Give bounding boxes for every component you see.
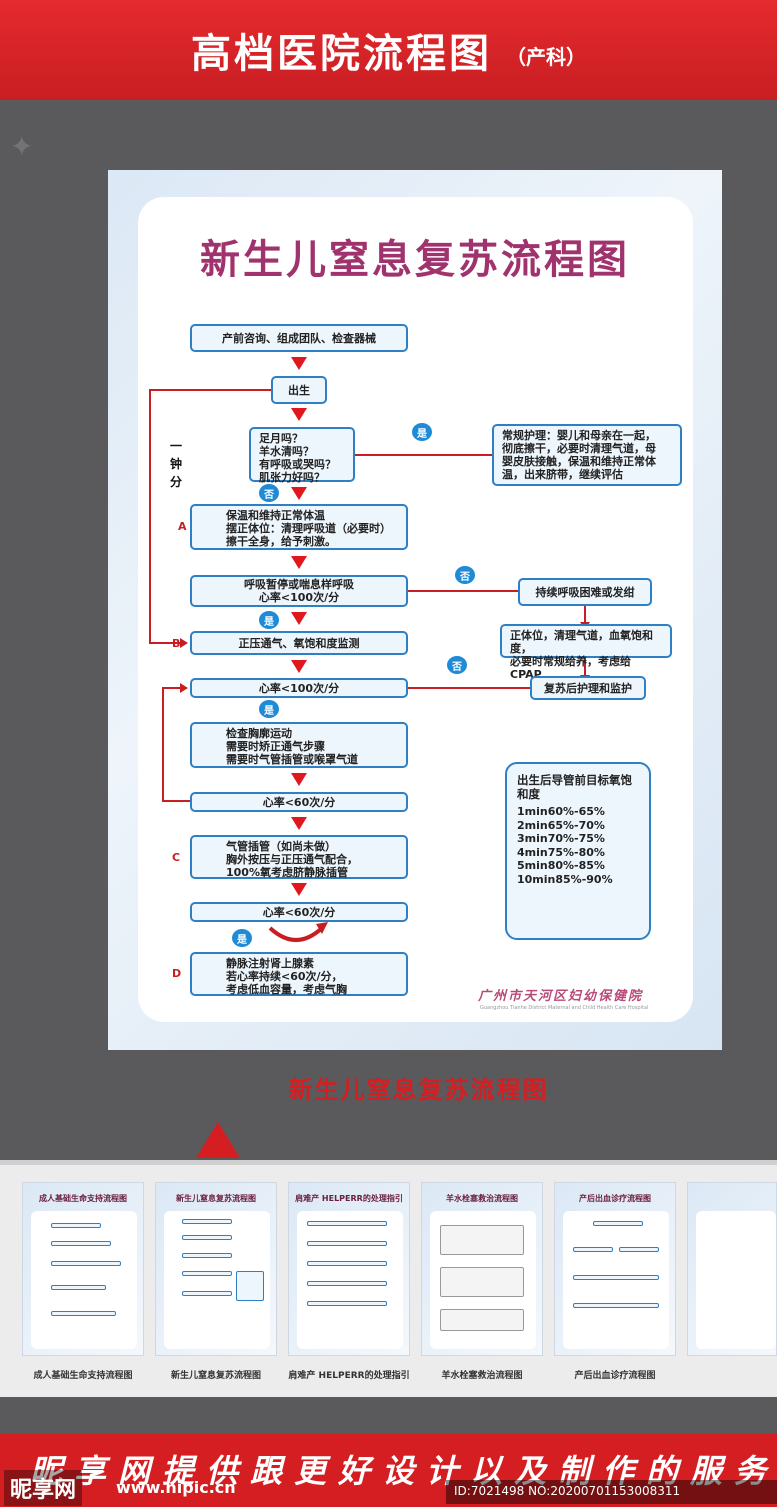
step-persistent-distress: 持续呼吸困难或发绀 (518, 578, 652, 606)
footer-logo: 昵享网 (4, 1470, 83, 1506)
poster-caption: 新生儿窒息复苏流程图 (288, 1075, 549, 1104)
thumbnail-label[interactable]: 产后出血诊疗流程图 (574, 1371, 656, 1381)
yes-badge: 是 (232, 929, 252, 947)
step-post-resus-care: 复苏后护理和监护 (530, 676, 646, 700)
spo2-row: 5min80%-85% (517, 859, 605, 872)
thumbnail-title: 成人基础生命支持流程图 (39, 1194, 127, 1203)
step-routine-care: 常规护理：婴儿和母亲在一起， 彻底擦干，必要时清理气道，母 婴皮肤接触，保温和维… (492, 424, 682, 486)
thumbnail-body (164, 1211, 270, 1349)
thumbnail-title: 新生儿窒息复苏流程图 (176, 1194, 256, 1203)
spo2-row: 3min70%-75% (517, 832, 605, 845)
spo2-row: 1min60%-65% (517, 805, 605, 818)
spo2-target-panel: 出生后导管前目标氧饱和度 1min60%-65% 2min65%-70% 3mi… (505, 762, 651, 940)
spo2-row: 2min65%-70% (517, 818, 605, 832)
hospital-name: 广州市天河区妇幼保健院 (478, 989, 644, 1004)
spo2-title: 出生后导管前目标氧饱和度 (517, 773, 632, 801)
thumbnail-title: 肩难产 HELPERR的处理指引 (295, 1194, 403, 1203)
thumbnail-body (31, 1211, 137, 1349)
step-birth: 出生 (271, 376, 327, 404)
thumbnail-title: 羊水栓塞救治流程图 (446, 1194, 518, 1203)
label-d: D (172, 967, 182, 980)
arrow-down (291, 612, 307, 625)
step-check-chest: 检查胸廓运动 需要时矫正通气步骤 需要时气管插管或喉罩气道 (190, 722, 408, 768)
thumbnail-body (696, 1211, 776, 1349)
banner-subtitle: （产科） (506, 44, 586, 69)
footer-slogan: 昵享网提供跟更好设计以及制作的服务 (30, 1452, 777, 1490)
no-badge: 否 (259, 484, 279, 502)
step-prenatal-prep: 产前咨询、组成团队、检查器械 (190, 324, 408, 352)
step-apnea-check: 呼吸暂停或喘息样呼吸 心率<100次/分 (190, 575, 408, 607)
yes-badge: 是 (259, 700, 279, 718)
thumbnail-label[interactable]: 新生儿窒息复苏流程图 (170, 1371, 261, 1381)
watermark: ✦ (10, 130, 34, 163)
thumbnail[interactable]: 肩难产 HELPERR的处理指引 (288, 1182, 410, 1356)
step-cpap: 正体位，清理气道，血氧饱和度， 必要时常规给养，考虑给CPAP (500, 624, 672, 681)
arrow-down (291, 883, 307, 896)
step-epinephrine: 静脉注射肾上腺素 若心率持续<60次/分， 考虑低血容量，考虑气胸 (190, 952, 408, 996)
arrow-down (291, 817, 307, 830)
thumbnail-partial[interactable] (687, 1182, 777, 1356)
no-badge: 否 (447, 656, 467, 674)
no-badge: 否 (455, 566, 475, 584)
thumbnail-body (297, 1211, 403, 1349)
label-c: C (172, 851, 181, 864)
arrow-down (291, 773, 307, 786)
thumbnail-label[interactable]: 成人基础生命支持流程图 (33, 1371, 133, 1381)
hospital-name-en: Guangzhou Tianhe District Maternal and C… (480, 1005, 649, 1011)
thumbnail-body (430, 1211, 536, 1349)
step-hr-under-60: 心率<60次/分 (190, 792, 408, 812)
poster-title: 新生儿窒息复苏流程图 (200, 236, 630, 283)
label-one-minute: 一钟分 (169, 439, 182, 489)
step-warm-position: 保温和维持正常体温 摆正体位：清理呼吸道（必要时） 擦干全身，给予刺激。 (190, 504, 408, 550)
top-banner: 高档医院流程图 （产科） (0, 0, 777, 100)
arrow-down (291, 660, 307, 673)
step-ppv: 正压通气、氧饱和度监测 (190, 631, 408, 655)
footer-id: ID:7021498 NO:20200701153008311 (446, 1480, 777, 1504)
banner-title: 高档医院流程图 (191, 31, 492, 77)
thumbnail-label[interactable]: 羊水栓塞救治流程图 (441, 1371, 523, 1381)
thumbnail[interactable]: 羊水栓塞救治流程图 (421, 1182, 543, 1356)
yes-badge: 是 (412, 423, 432, 441)
thumbnail-label[interactable]: 肩难产 HELPERR的处理指引 (288, 1371, 410, 1381)
thumbnail-selected[interactable]: 新生儿窒息复苏流程图 (155, 1182, 277, 1356)
thumbnail-body (563, 1211, 669, 1349)
label-a: A (178, 520, 187, 533)
arrow-down (291, 357, 307, 370)
thumbnail[interactable]: 成人基础生命支持流程图 (22, 1182, 144, 1356)
thumbnail[interactable]: 产后出血诊疗流程图 (554, 1182, 676, 1356)
step-hr-under-60-2: 心率<60次/分 (190, 902, 408, 922)
bottom-banner: 昵享网提供跟更好设计以及制作的服务 昵享网 www.nipic.cn ID:70… (0, 1434, 777, 1507)
selected-pointer-icon (196, 1122, 240, 1158)
thumbnail-title: 产后出血诊疗流程图 (579, 1194, 651, 1203)
step-hr-under-100: 心率<100次/分 (190, 678, 408, 698)
label-b: B (172, 637, 181, 650)
spo2-row: 4min75%-80% (517, 845, 605, 859)
arrow-down (291, 556, 307, 569)
footer-url: www.nipic.cn (116, 1478, 236, 1497)
step-assessment: 足月吗？ 羊水清吗？ 有呼吸或哭吗？ 肌张力好吗？ (249, 427, 355, 484)
yes-badge: 是 (259, 611, 279, 629)
step-intubation: 气管插管（如尚未做） 胸外按压与正压通气配合， 100%氧考虑脐静脉插管 (190, 835, 408, 879)
spo2-row: 10min85%-90% (517, 872, 613, 886)
arrow-down (291, 487, 307, 500)
arrow-down (291, 408, 307, 421)
